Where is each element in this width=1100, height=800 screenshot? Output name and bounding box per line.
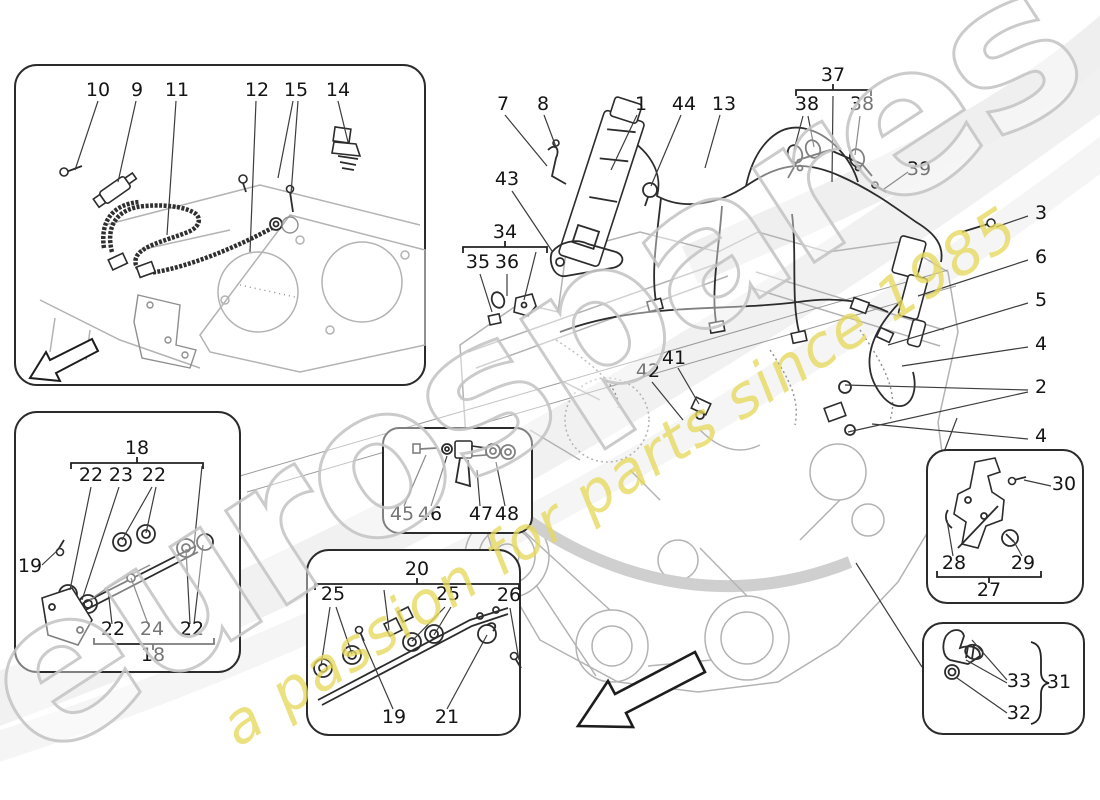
callout-4-b: 4 <box>1035 425 1047 447</box>
leader-lines-inset2 <box>41 465 204 625</box>
callout-1: 1 <box>635 93 647 115</box>
harness-connectors <box>645 296 895 345</box>
group-bracket-18-bottom <box>93 638 215 650</box>
callout-18-top: 18 <box>125 437 149 459</box>
callout-8: 8 <box>537 93 549 115</box>
knock-sensors <box>823 380 856 436</box>
leader-lines-inset3 <box>403 454 506 507</box>
inset1-cable-and-sensors <box>59 126 362 279</box>
leader-lines-inset6 <box>956 639 1008 714</box>
callout-27: 27 <box>977 579 1001 601</box>
leader-lines-inset1 <box>74 100 349 253</box>
callout-21: 21 <box>435 706 459 728</box>
callout-18-bottom: 18 <box>141 644 165 666</box>
callout-42: 42 <box>636 360 660 382</box>
callout-44: 44 <box>672 93 696 115</box>
callout-26: 26 <box>497 584 521 606</box>
callout-7: 7 <box>497 93 509 115</box>
leader-lines-inset5 <box>946 479 1052 557</box>
inset1-engine-block <box>39 184 426 373</box>
callout-14: 14 <box>326 79 350 101</box>
group-bracket-27 <box>936 571 1042 583</box>
inset4-parts <box>313 605 522 706</box>
callout-20: 20 <box>405 558 429 580</box>
callout-43: 43 <box>495 168 519 190</box>
callout-46: 46 <box>418 503 442 525</box>
ecu-bracket-43 <box>549 240 624 277</box>
callout-5: 5 <box>1035 289 1047 311</box>
callout-35: 35 <box>466 251 490 273</box>
leader-lines-main <box>479 95 1029 440</box>
callout-32: 32 <box>1007 702 1031 724</box>
clips-35-36-installed <box>487 291 537 326</box>
inset3-parts <box>412 440 516 488</box>
callout-3: 3 <box>1035 202 1047 224</box>
callout-41: 41 <box>662 347 686 369</box>
callout-2: 2 <box>1035 376 1047 398</box>
callout-22-b: 22 <box>142 464 166 486</box>
callout-23: 23 <box>109 464 133 486</box>
inset1-direction-arrow <box>28 337 100 383</box>
callout-47: 47 <box>469 503 493 525</box>
callout-38-b: 38 <box>850 93 874 115</box>
callout-29: 29 <box>1011 552 1035 574</box>
callout-15: 15 <box>284 79 308 101</box>
direction-arrow <box>575 650 707 729</box>
inset-box-crankcase-sensors <box>14 64 426 386</box>
callout-25-b: 25 <box>436 583 460 605</box>
box-pointer-lines <box>855 417 958 668</box>
callout-labels: 10 9 11 12 15 14 7 8 1 44 13 43 34 35 36… <box>18 64 1076 728</box>
callout-10: 10 <box>86 79 110 101</box>
inset-box-support-bracket <box>926 449 1084 604</box>
callout-36: 36 <box>495 251 519 273</box>
callout-22-a: 22 <box>79 464 103 486</box>
callout-34: 34 <box>493 221 517 243</box>
callout-28: 28 <box>942 552 966 574</box>
callout-24: 24 <box>140 618 164 640</box>
callout-48: 48 <box>495 503 519 525</box>
callout-9: 9 <box>131 79 143 101</box>
group-bracket-37 <box>795 84 872 96</box>
callout-4-a: 4 <box>1035 333 1047 355</box>
ecu <box>558 96 645 267</box>
ignition-coil <box>868 235 929 407</box>
callout-31: 31 <box>1047 671 1071 693</box>
callout-11: 11 <box>165 79 189 101</box>
callout-22-c: 22 <box>101 618 125 640</box>
leader-lines-inset4 <box>320 589 520 710</box>
inset5-parts <box>945 457 1027 549</box>
inset-box-sensor-kit <box>922 622 1085 735</box>
callout-33: 33 <box>1007 670 1031 692</box>
callout-45: 45 <box>390 503 414 525</box>
group-brace-31 <box>1030 641 1050 725</box>
callout-19-left: 19 <box>18 555 42 577</box>
callout-38-a: 38 <box>795 93 819 115</box>
inset-box-injector-clamps-bottom <box>306 549 521 736</box>
callout-37: 37 <box>821 64 845 86</box>
bracket-37-installed <box>786 139 887 193</box>
group-bracket-34 <box>462 241 548 253</box>
callout-30: 30 <box>1052 473 1076 495</box>
callout-22-d: 22 <box>180 618 204 640</box>
cable-ring-44 <box>642 182 658 207</box>
callout-39: 39 <box>907 158 931 180</box>
callout-6: 6 <box>1035 246 1047 268</box>
bracket-7-8-installed <box>547 139 567 185</box>
callout-13: 13 <box>712 93 736 115</box>
coil-bolt <box>961 218 996 233</box>
callout-25-a: 25 <box>321 583 345 605</box>
group-bracket-20 <box>314 578 520 590</box>
group-bracket-18-top <box>70 457 204 469</box>
callout-12: 12 <box>245 79 269 101</box>
camshaft-sensor-installed <box>690 396 712 420</box>
callout-19-bottom: 19 <box>382 706 406 728</box>
